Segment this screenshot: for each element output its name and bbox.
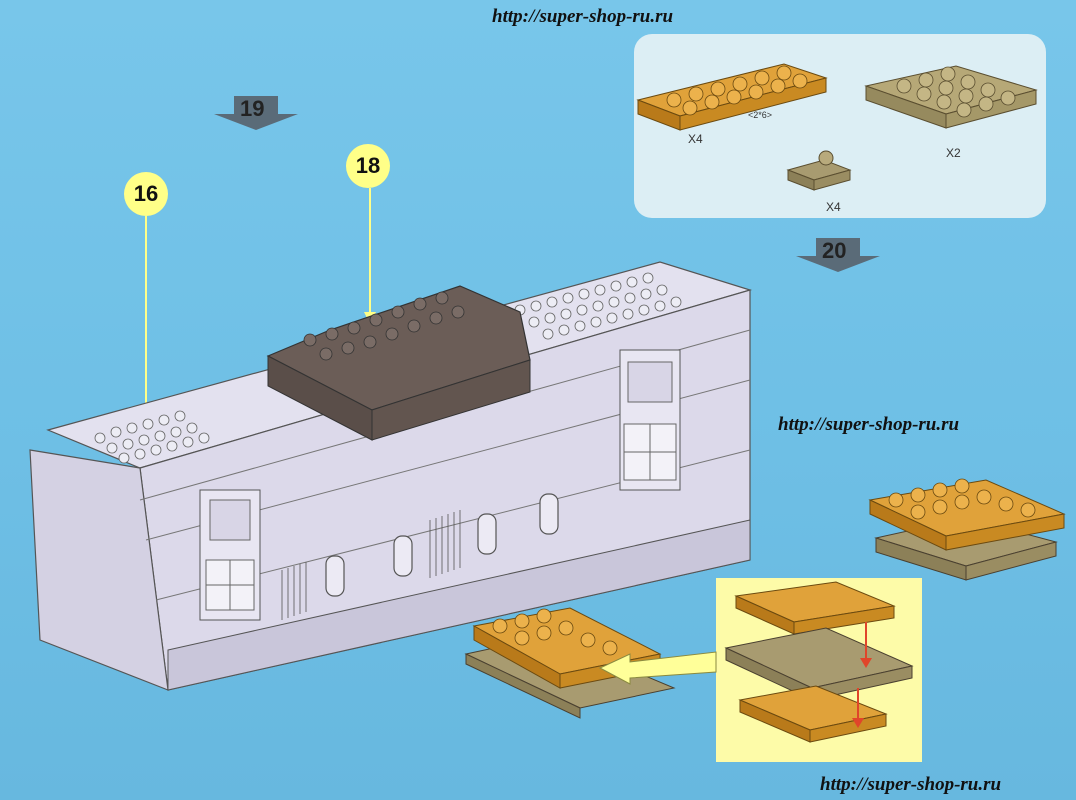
size-orange-plate: <2*6> [748,110,773,120]
url-top[interactable]: http://super-shop-ru.ru [492,6,674,27]
dark-roof-module [266,285,531,441]
qty-tan-wide-plate: X2 [946,146,961,160]
step-number-19: 19 [240,96,265,121]
qty-tan-small-plate: X4 [826,200,841,214]
step-19-marker: 19 [214,96,298,130]
vent-grilles [281,510,461,620]
step-arrow-down-icon [796,238,880,272]
tan-plate-small [786,150,852,191]
callout-badge-18: 18 [346,144,390,188]
subassembly-bottom [464,607,676,719]
tan-plate-wide [864,65,1038,129]
step-arrow-down-icon [214,96,298,130]
car-base [167,519,751,691]
assembly-pointer-arrow-icon [598,651,717,685]
orange-plate-2x6 [636,63,828,131]
parts-list-panel: X4 <2*6> X2 X4 [634,34,1046,218]
qty-orange-plate: X4 [688,132,703,146]
portholes [325,493,559,597]
url-bottom[interactable]: http://super-shop-ru.ru [820,774,1002,795]
step-number-20: 20 [822,238,847,263]
url-middle[interactable]: http://super-shop-ru.ru [778,414,960,435]
callout-badge-16: 16 [124,172,168,216]
exploded-view-drawing [724,581,914,743]
subassembly-top [868,478,1066,581]
roof-studs [94,272,682,464]
parts-list-drawing [636,63,1038,191]
step-20-marker: 20 [796,238,880,272]
exploded-view-panel [716,578,922,762]
